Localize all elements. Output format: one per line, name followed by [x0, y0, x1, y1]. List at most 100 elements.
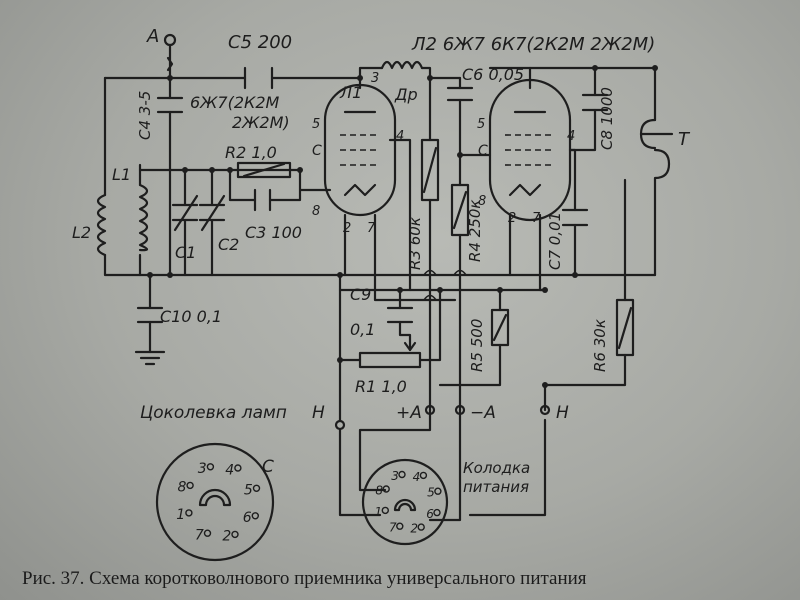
- crossover-1: [423, 269, 437, 276]
- tube-l1: [323, 83, 397, 217]
- tube1-pin-5: 5: [312, 117, 320, 132]
- tube1-screen-wire: [388, 138, 412, 292]
- label-l1-coil: L1: [112, 165, 131, 184]
- tube1-pin-c: С: [312, 143, 322, 159]
- capacitor-c3: [253, 188, 272, 212]
- coil-l1: [138, 183, 149, 252]
- tube1-pin-8: 8: [312, 204, 320, 219]
- power-connector-socket: [361, 458, 449, 546]
- pin-number-5: 5: [427, 486, 435, 500]
- pin-number-4: 4: [413, 470, 421, 484]
- junction-dots: [147, 65, 658, 388]
- r6-branch: [543, 178, 627, 387]
- tube2-screen: [568, 148, 577, 277]
- label-t: Т: [678, 129, 691, 150]
- capacitor-c10: [136, 306, 164, 324]
- label-c8: C8 1000: [598, 87, 616, 150]
- label-c4: C4 3-5: [136, 91, 154, 140]
- resistor-r6: [615, 298, 635, 357]
- tube1-pin-7: 7: [367, 221, 376, 236]
- capacitor-c6: [446, 86, 474, 102]
- terminal-minus-a: [454, 404, 466, 416]
- label-r6: R6 30к: [591, 319, 609, 372]
- pin-number-2: 2: [410, 522, 418, 536]
- label-tube2-header: Л2 6Ж7 6К7(2К2М 2Ж2М): [411, 34, 655, 55]
- c8-branch: [568, 66, 597, 152]
- potentiometer-r1: [358, 341, 422, 369]
- pin-number-4: 4: [225, 462, 234, 478]
- pin-hole: [417, 523, 425, 531]
- pin-number-8: 8: [375, 483, 383, 497]
- capacitor-c1: [171, 194, 199, 232]
- pin-hole: [251, 512, 260, 520]
- choke-to-bus: [420, 66, 462, 80]
- crossover-3: [423, 294, 437, 301]
- capacitor-c4: [156, 96, 184, 114]
- crossover-2: [453, 269, 467, 276]
- pin-number-3: 3: [391, 469, 399, 483]
- label-c9-value: 0,1: [350, 320, 375, 339]
- resistor-r4: [450, 183, 470, 237]
- headphones-t: [639, 118, 674, 182]
- tube2-pin-c: С: [478, 143, 488, 159]
- label-terminal-h2: Н: [556, 403, 569, 423]
- terminal-h1: [334, 419, 346, 431]
- label-terminal-minus-a: −А: [470, 403, 496, 423]
- pin-hole: [396, 522, 404, 530]
- pin-number-6: 6: [243, 510, 252, 526]
- label-socket-c: С: [262, 457, 274, 477]
- tube2-pin-5: 5: [477, 117, 485, 132]
- label-tube1-types: 6Ж7(2К2М: [190, 93, 280, 112]
- pin-number-8: 8: [178, 480, 187, 496]
- label-l1: Л1: [339, 83, 362, 102]
- tube2-heater: [508, 213, 547, 292]
- label-c10: C10 0,1: [160, 307, 222, 326]
- tube1-heater-wires: [343, 213, 457, 302]
- terminal-plus-a: [424, 404, 436, 416]
- pin-hole: [186, 481, 194, 490]
- label-c9: C9: [350, 285, 371, 304]
- terminal-plus-wire: [358, 408, 432, 492]
- pin-hole: [203, 529, 212, 537]
- resistor-r2: [236, 161, 292, 179]
- pin-number-7: 7: [389, 521, 397, 535]
- left-frame-wire: [103, 76, 657, 277]
- label-c2: C2: [218, 235, 239, 254]
- pin-hole: [185, 509, 193, 517]
- label-kolodka-2: питания: [463, 478, 529, 496]
- terminal-h1-wire: [338, 358, 382, 517]
- resistor-r5: [490, 308, 510, 347]
- label-c6: C6 0,05: [462, 65, 524, 84]
- pin-number-2: 2: [222, 529, 231, 545]
- label-r3: R3 60к: [406, 217, 424, 270]
- antenna-terminal: [163, 33, 177, 47]
- label-r1: R1 1,0: [355, 377, 407, 396]
- pin-hole: [252, 484, 261, 492]
- capacitor-c5: [243, 66, 274, 90]
- label-socket-title: Цоколевка ламп: [140, 403, 287, 423]
- terminal-minus-wire: [428, 408, 462, 522]
- tube2-pin-7: 7: [532, 211, 541, 226]
- pin-hole: [206, 463, 215, 471]
- pin-hole: [381, 506, 389, 515]
- label-r4: R4 250к: [466, 200, 484, 262]
- tube2-pin-8: 8: [478, 194, 486, 209]
- capacitor-c7: [561, 208, 589, 227]
- label-c3: C3 100: [245, 223, 302, 242]
- top-bus-wire: [103, 66, 384, 80]
- capacitor-c9: [386, 306, 414, 324]
- pin-hole: [419, 471, 428, 480]
- pin-hole: [234, 464, 242, 472]
- label-terminal-plus-a: +А: [396, 403, 422, 423]
- terminal-h2: [539, 404, 551, 416]
- pin-number-7: 7: [195, 528, 204, 544]
- label-antenna: А: [146, 26, 159, 47]
- tube2-bus: [488, 66, 657, 277]
- r5-wire: [438, 288, 502, 387]
- tube-socket-pinout: [155, 442, 275, 562]
- tube2-pin-4: 4: [567, 129, 575, 144]
- pin-hole: [231, 530, 239, 539]
